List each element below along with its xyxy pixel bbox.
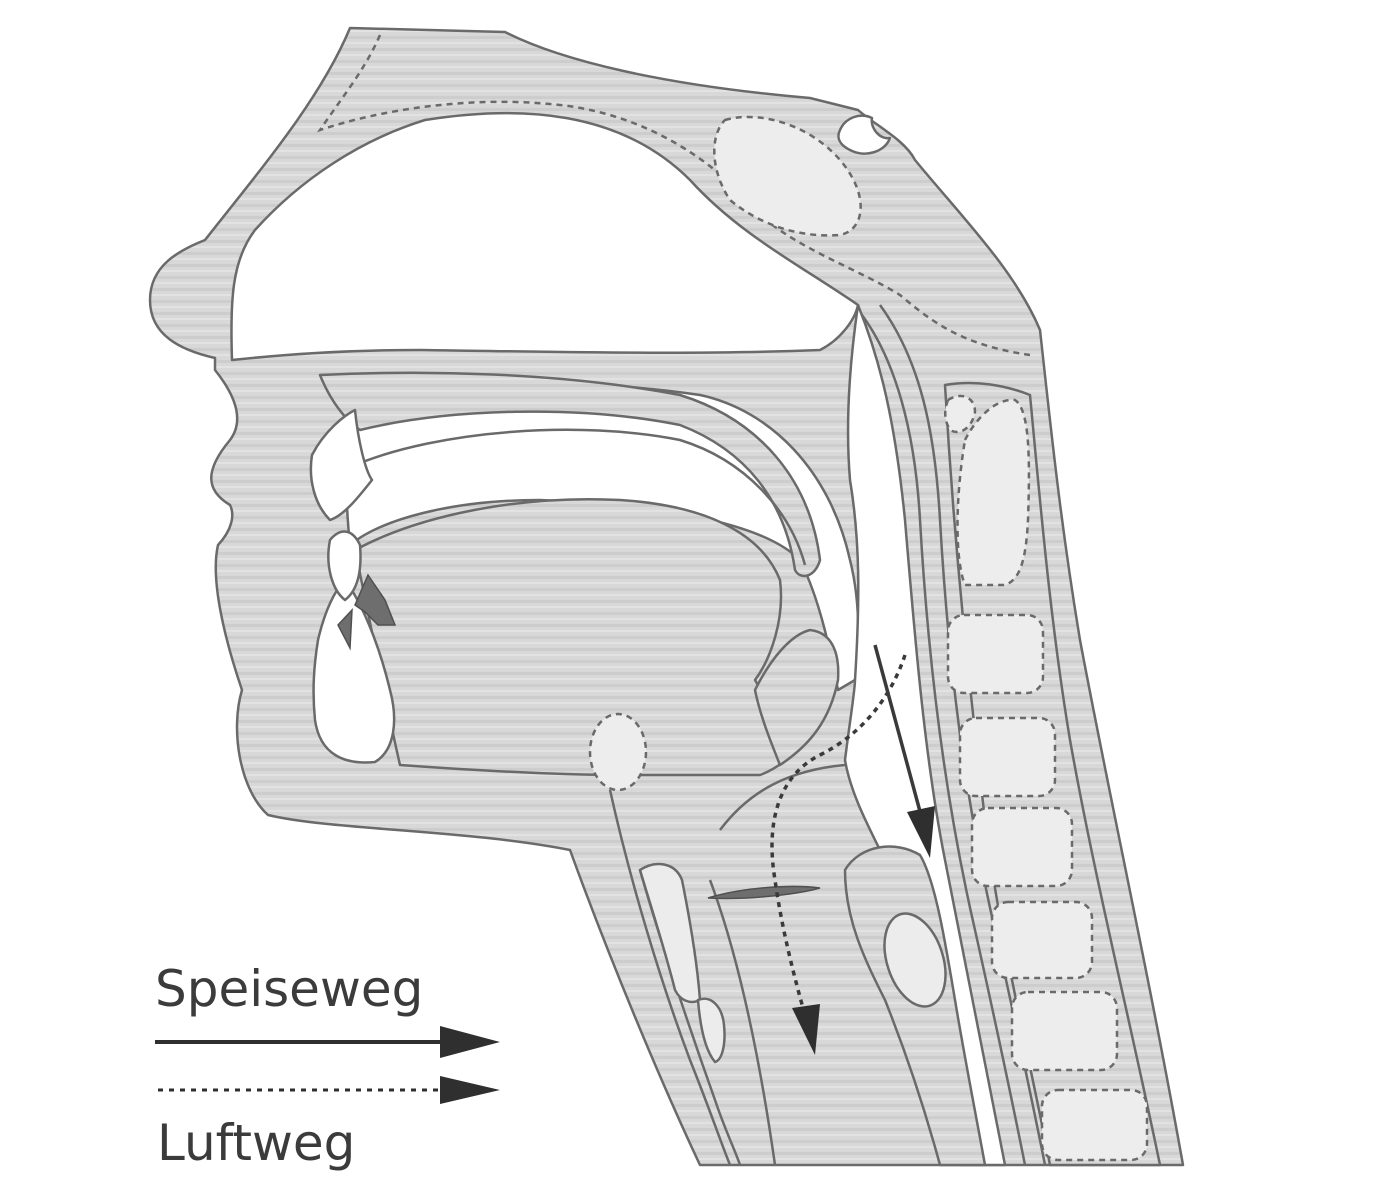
legend-food-path-label: Speiseweg <box>155 960 424 1018</box>
vertebra-c6 <box>990 900 1094 980</box>
vertebra-c5 <box>970 806 1074 888</box>
posterior-pharyngeal-wall <box>860 314 1027 1166</box>
nasal-bone-outline <box>316 34 1031 357</box>
upper-incisor <box>309 408 374 522</box>
gum-marker-lower <box>337 607 353 651</box>
legend-food-path-arrowhead <box>440 1026 500 1058</box>
vertebra-c2 <box>956 398 1031 587</box>
vertebra-c3 <box>946 613 1045 695</box>
larynx <box>843 845 987 1167</box>
food-path-arrowhead <box>907 806 935 858</box>
gum-marker-upper <box>354 573 397 626</box>
vertebra-c7 <box>1010 990 1119 1072</box>
sella-notch <box>837 114 892 155</box>
vertebra-c4 <box>958 716 1057 798</box>
epiglottis <box>753 628 840 767</box>
vocal-fold <box>707 885 821 900</box>
sphenoid-sinus <box>713 115 862 237</box>
air-path-arrow-line <box>770 654 907 1016</box>
legend-air-path-arrowhead <box>440 1076 500 1104</box>
air-path-arrowhead <box>792 1004 820 1055</box>
cricoid-cartilage <box>696 997 726 1064</box>
legend-air-path-label: Luftweg <box>157 1114 356 1172</box>
tooth-crown <box>327 530 362 602</box>
hyoid-bone <box>588 712 648 792</box>
tongue <box>353 498 814 777</box>
palate-inner-line <box>354 428 807 566</box>
hard-palate <box>318 371 822 578</box>
larynx-cartilage <box>883 912 947 1008</box>
food-path-arrow-line <box>873 644 927 831</box>
esophagus-wall <box>708 879 777 1166</box>
vertebra-t1 <box>1040 1088 1149 1162</box>
airway-inner-wall <box>719 763 846 831</box>
vertebra-c1 <box>944 394 977 434</box>
nasal-cavity <box>230 111 860 362</box>
trachea-anterior-line <box>608 789 732 1166</box>
